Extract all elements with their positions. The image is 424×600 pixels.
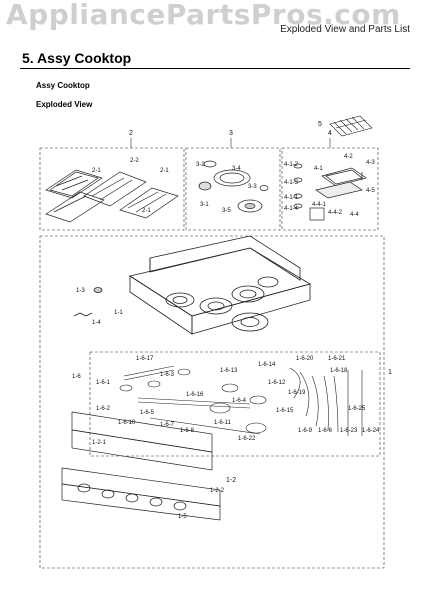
- callout-1-2: 1-2: [226, 477, 236, 484]
- callout-1-6-19: 1-6-19: [288, 390, 306, 396]
- callout-4-1-3: 4-1-3: [284, 180, 299, 186]
- callout-1-6-2: 1-6-2: [96, 406, 111, 412]
- callout-2-1a: 2-1: [92, 168, 101, 174]
- griddle-icon: [293, 163, 367, 221]
- watermark: AppliancePartsPros.com: [0, 0, 424, 46]
- callout-1-6-12: 1-6-12: [268, 380, 286, 386]
- callout-1-6-13: 1-6-13: [220, 368, 238, 374]
- watermark-text: AppliancePartsPros.com: [6, 0, 401, 31]
- callout-1-6-22: 1-6-22: [238, 436, 256, 442]
- callout-4-1-1: 4-1-1: [284, 195, 299, 201]
- burner-assembly-box: [89, 351, 381, 457]
- callout-1-6-18: 1-6-18: [330, 368, 348, 374]
- callout-1-6-23: 1-6-23: [340, 428, 358, 434]
- callout-1-6-9: 1-6-9: [298, 428, 313, 434]
- subtitle-assy: Assy Cooktop: [36, 81, 90, 90]
- callout-2-1c: 2-1: [142, 208, 151, 214]
- rack-icon: [329, 115, 373, 137]
- callout-4-4-1: 4-4-1: [312, 202, 327, 208]
- callout-1-6-17: 1-6-17: [136, 356, 154, 362]
- callout-1-6-16: 1-6-16: [186, 392, 204, 398]
- callout-1-6-14: 1-6-14: [258, 362, 276, 368]
- callout-1-6-15: 1-6-15: [276, 408, 294, 414]
- callout-1-6-21: 1-6-21: [328, 356, 346, 362]
- callout-1-6-3: 1-6-3: [160, 372, 175, 378]
- callout-4-3: 4-3: [366, 160, 375, 166]
- callout-1-3: 1-3: [76, 288, 85, 294]
- callout-3: 3: [229, 130, 233, 137]
- callout-1-5: 1-5: [178, 514, 187, 520]
- callout-4-5: 4-5: [366, 188, 375, 194]
- callout-1-6-1: 1-6-1: [96, 380, 111, 386]
- callout-1: 1: [388, 369, 392, 376]
- group-3-box: [185, 147, 281, 231]
- callout-1-6-5: 1-6-5: [140, 410, 155, 416]
- callout-1-1: 1-1: [114, 310, 123, 316]
- callout-2: 2: [129, 130, 133, 137]
- callout-2-2: 2-2: [130, 158, 139, 164]
- callout-4-4-2: 4-4-2: [328, 210, 343, 216]
- callout-4-4: 4-4: [350, 212, 359, 218]
- callout-5: 5: [318, 121, 322, 128]
- callout-1-6-11: 1-6-11: [214, 420, 232, 426]
- callout-4-1-4: 4-1-4: [284, 206, 299, 212]
- callout-3-5: 3-5: [222, 208, 231, 214]
- callout-1-4: 1-4: [92, 320, 101, 326]
- callout-4: 4: [328, 130, 332, 137]
- group-2-box: [39, 147, 185, 231]
- callout-1-6-6: 1-6-6: [318, 428, 333, 434]
- section-title: 5. Assy Cooktop: [22, 50, 132, 66]
- burner-parts-icon: [119, 365, 363, 436]
- control-panel-icon: [61, 411, 221, 521]
- title-rule: [20, 68, 410, 69]
- callout-3-3: 3-3: [248, 184, 257, 190]
- callout-3-2: 3-2: [196, 162, 205, 168]
- callout-1-2-1: 1-2-1: [92, 440, 107, 446]
- main-assembly-box: [39, 235, 385, 569]
- callout-1-6-25: 1-6-25: [348, 406, 366, 412]
- callout-2-1b: 2-1: [160, 168, 169, 174]
- cooktop-body-icon: [73, 235, 312, 335]
- callout-4-2: 4-2: [344, 154, 353, 160]
- callout-1-6-7: 1-6-7: [160, 422, 175, 428]
- subtitle-exploded-view: Exploded View: [36, 100, 93, 109]
- callout-1-6-8: 1-6-8: [180, 428, 195, 434]
- callout-3-4: 3-4: [232, 166, 241, 172]
- callout-4-1-2: 4-1-2: [284, 162, 299, 168]
- burner-caps-icon: [198, 160, 269, 213]
- callout-1-6: 1-6: [72, 374, 81, 380]
- callout-1-6-10: 1-6-10: [118, 420, 136, 426]
- callout-1-6-20: 1-6-20: [296, 356, 314, 362]
- header-caption: Exploded View and Parts List: [280, 24, 410, 35]
- callout-3-1: 3-1: [200, 202, 209, 208]
- callout-1-6-24: 1-6-24: [362, 428, 380, 434]
- callout-1-2-2: 1-2-2: [210, 488, 225, 494]
- callout-1-6-4: 1-6-4: [232, 398, 247, 404]
- grates-icon: [45, 169, 179, 223]
- callout-4-1: 4-1: [314, 166, 323, 172]
